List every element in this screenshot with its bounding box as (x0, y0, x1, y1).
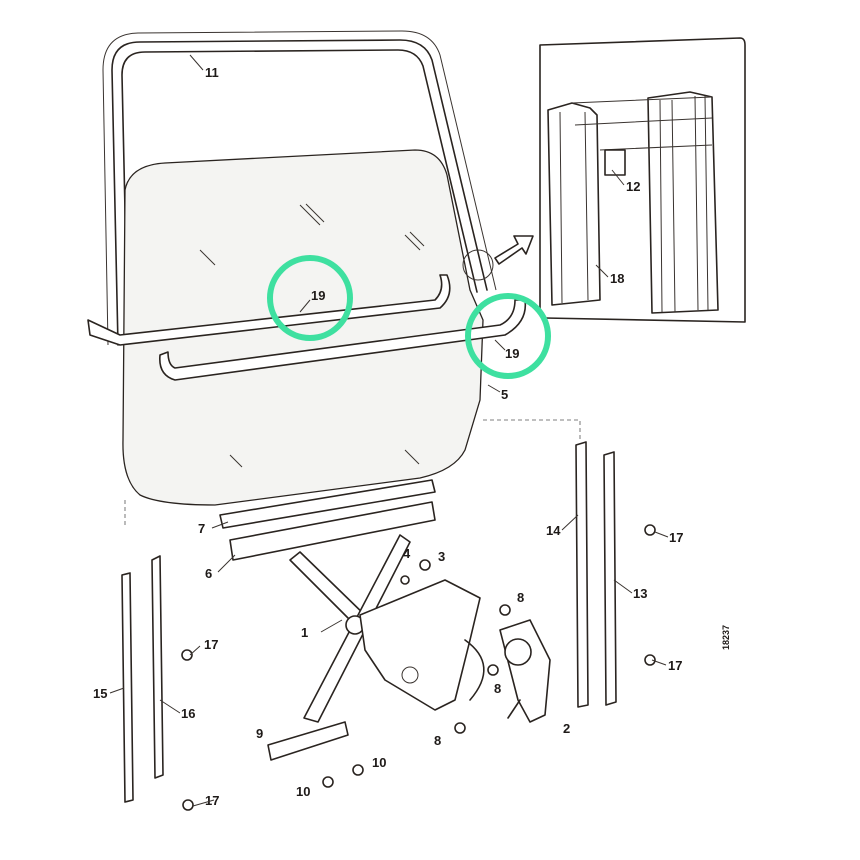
channel-14 (575, 441, 589, 708)
sill-seal-19-outer (158, 299, 527, 381)
detail-marker (462, 249, 494, 281)
bracket-9 (267, 721, 349, 761)
fasteners (181, 524, 656, 811)
callout-18: 18 (610, 271, 624, 286)
callout-6: 6 (205, 566, 212, 581)
callout-8-top: 8 (517, 590, 524, 605)
leader-lines (109, 54, 669, 807)
callout-19-outer: 19 (505, 346, 519, 361)
window-glass (122, 149, 484, 506)
callout-3: 3 (438, 549, 445, 564)
callout-5: 5 (501, 387, 508, 402)
callout-9: 9 (256, 726, 263, 741)
detail-inset (539, 37, 746, 323)
callout-4: 4 (403, 546, 411, 561)
callout-labels: 11 12 18 19 19 5 7 6 4 3 8 1 17 14 17 13… (93, 65, 731, 808)
callout-8-mid: 8 (494, 681, 501, 696)
channel-16 (151, 555, 164, 779)
rail-6 (229, 501, 436, 561)
callout-12: 12 (626, 179, 640, 194)
callout-16: 16 (181, 706, 195, 721)
callout-7: 7 (198, 521, 205, 536)
callout-17-right-bottom: 17 (668, 658, 682, 673)
callout-2: 2 (563, 721, 570, 736)
rail-7 (219, 479, 436, 529)
highlight-circle-19-outer (465, 293, 551, 379)
sill-seal-19-inner (87, 274, 451, 346)
callout-15: 15 (93, 686, 107, 701)
callout-14: 14 (546, 523, 561, 538)
callout-11: 11 (205, 65, 219, 80)
detail-arrow-icon (494, 235, 534, 265)
channel-13 (603, 451, 617, 706)
motor-2 (499, 619, 551, 723)
callout-1: 1 (301, 625, 308, 640)
callout-10-left: 10 (296, 784, 310, 799)
callout-19-inner: 19 (311, 288, 325, 303)
callout-10-right: 10 (372, 755, 386, 770)
highlight-circle-19-inner (267, 255, 353, 341)
reference-number: 18237 (721, 625, 731, 650)
callout-8-bottom: 8 (434, 733, 441, 748)
callout-17-left-top: 17 (204, 637, 218, 652)
regulator-arms-1 (289, 534, 485, 723)
callout-17-right-top: 17 (669, 530, 683, 545)
callout-13: 13 (633, 586, 647, 601)
window-frame-11 (102, 30, 497, 346)
channel-15 (121, 572, 134, 803)
